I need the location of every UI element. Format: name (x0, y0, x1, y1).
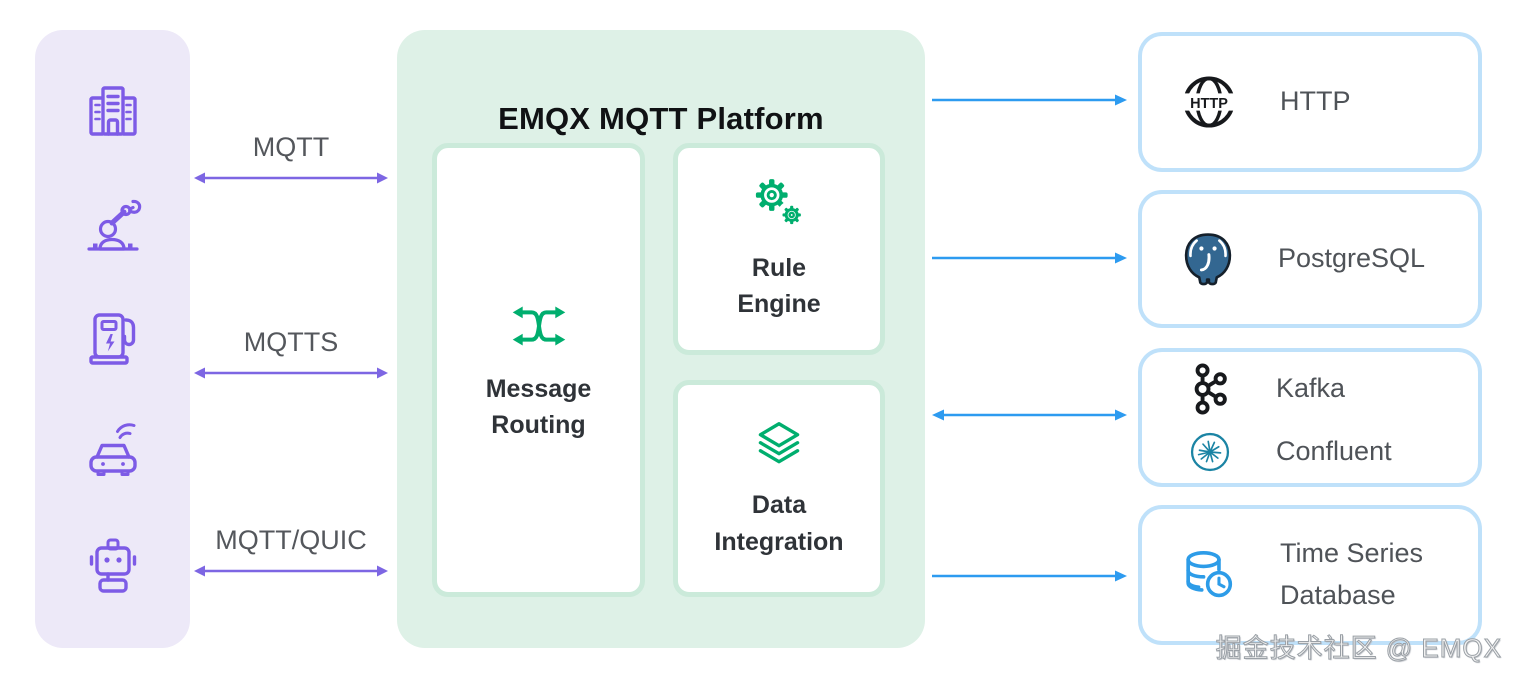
kafka-bidirectional-arrow (932, 409, 1127, 421)
office-building-icon (81, 80, 145, 144)
mqtts-bidirectional-arrow (194, 367, 388, 379)
robot-icon (81, 534, 145, 598)
kafka-confluent-card: Kafka (1138, 348, 1482, 487)
time-series-database-label: Time Series Database (1280, 538, 1424, 610)
message-routing-label: Message Routing (485, 374, 592, 439)
protocol-mqtt: MQTT (192, 132, 390, 185)
emqx-platform-panel: EMQX MQTT Platform Message Routing (397, 30, 925, 648)
data-integration-module: Data Integration (673, 380, 885, 597)
shuffle-icon (510, 297, 568, 355)
confluent-label: Confluent (1276, 435, 1392, 466)
message-routing-module: Message Routing (432, 143, 645, 597)
watermark: 掘金技术社区 @ EMQX (1215, 633, 1502, 664)
confluent-icon (1184, 431, 1236, 473)
mqtt-bidirectional-arrow (194, 172, 388, 184)
layers-icon (752, 417, 806, 471)
protocol-mqtt-label: MQTT (252, 132, 330, 162)
svg-text:HTTP: HTTP (1190, 96, 1228, 112)
http-card: HTTP HTTP (1138, 32, 1482, 172)
postgresql-elephant-icon (1180, 229, 1236, 289)
mqtt-quic-bidirectional-arrow (194, 565, 388, 577)
confluent-row: Confluent (1184, 431, 1478, 473)
protocol-mqtt-quic: MQTT/QUIC (192, 525, 390, 578)
protocol-mqtts: MQTTS (192, 327, 390, 380)
protocol-mqtts-label: MQTTS (243, 327, 339, 357)
devices-panel (35, 30, 190, 648)
protocol-mqtt-quic-label: MQTT/QUIC (215, 525, 367, 555)
postgresql-card: PostgreSQL (1138, 190, 1482, 328)
postgresql-arrow (932, 252, 1127, 264)
postgresql-label: PostgreSQL (1278, 243, 1426, 274)
connected-car-icon (81, 421, 145, 485)
kafka-icon (1184, 362, 1236, 415)
time-series-database-icon (1180, 546, 1238, 604)
http-label: HTTP (1280, 86, 1351, 117)
time-series-database-card: Time Series Database (1138, 505, 1482, 645)
http-globe-icon: HTTP (1180, 73, 1238, 131)
kafka-label: Kafka (1276, 372, 1346, 403)
platform-title: EMQX MQTT Platform (498, 101, 824, 136)
rule-engine-label: Rule Engine (737, 253, 821, 318)
kafka-row: Kafka (1184, 362, 1478, 415)
gears-icon (750, 176, 808, 234)
rule-engine-module: Rule Engine (673, 143, 885, 355)
robot-arm-icon (81, 193, 145, 257)
ev-charger-icon (81, 307, 145, 371)
http-arrow (932, 94, 1127, 106)
data-integration-label: Data Integration (714, 491, 844, 556)
tsdb-arrow (932, 570, 1127, 582)
